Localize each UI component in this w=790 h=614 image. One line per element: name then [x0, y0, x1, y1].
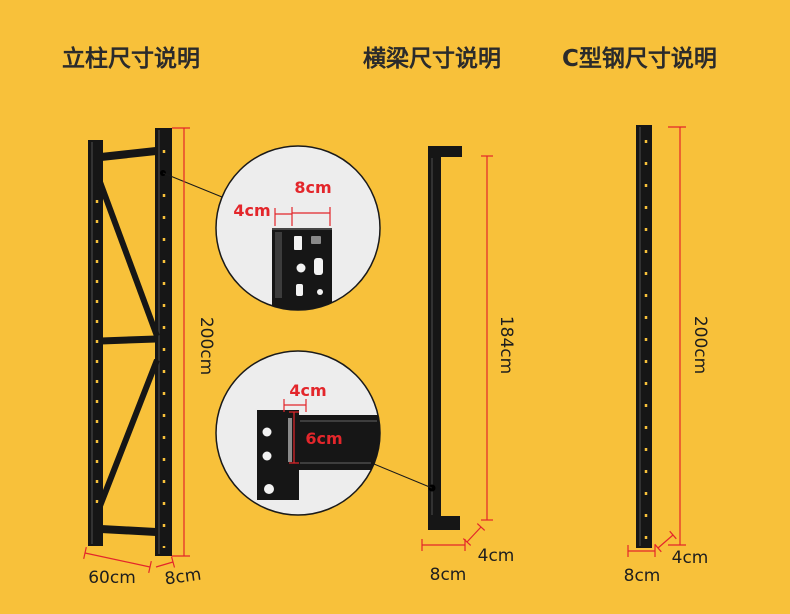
- c-channel-depth-label: 4cm: [672, 548, 709, 568]
- upright-post-width-dimension-line: [155, 561, 174, 568]
- crossbeam-callout-leader: [373, 463, 433, 489]
- callout-post-depth-label: 4cm: [233, 201, 270, 220]
- callout-beam-end: 4cm 6cm: [215, 350, 381, 516]
- upright-height-label: 200cm: [196, 317, 216, 375]
- upright-depth-tick-left: [83, 546, 87, 560]
- upright-middle-crossbar: [100, 335, 157, 345]
- upright-depth-label: 60cm: [88, 568, 136, 588]
- crossbeam-bar: [428, 146, 441, 530]
- callout-post-hole-2: [311, 236, 321, 244]
- callout-post-flange: [275, 232, 282, 298]
- c-channel-width-label: 8cm: [624, 566, 661, 586]
- callout-post-section: 8cm 4cm: [215, 145, 381, 311]
- crossbeam-length-label: 184cm: [496, 316, 516, 374]
- callout-post-hole-3: [296, 263, 306, 273]
- upright-depth-dimension-line: [84, 552, 151, 568]
- callout-post-hole-1: [294, 236, 302, 250]
- upright-lower-diagonal: [97, 358, 160, 508]
- title-channel: C型钢尺寸说明: [562, 45, 717, 72]
- upright-callout-leader: [162, 172, 223, 198]
- callout-beam-body: [299, 415, 381, 470]
- upright-left-post: [88, 140, 103, 546]
- callout-post-hole-5: [296, 284, 303, 296]
- crossbeam-width-label: 8cm: [430, 565, 467, 585]
- upright-bottom-crossbar: [100, 525, 157, 536]
- callout-beam-height-label: 6cm: [305, 429, 342, 448]
- crossbeam-depth-label: 4cm: [478, 546, 515, 566]
- callout-bracket-slot: [288, 418, 292, 462]
- c-channel-depth-tick-bottom: [654, 543, 662, 553]
- c-channel-depth-tick-top: [669, 530, 677, 540]
- callout-bracket-hole-3: [264, 484, 274, 494]
- upright-post-width-tick: [170, 556, 176, 568]
- c-channel-depth-dimension-line: [657, 534, 674, 549]
- c-channel-bar: [636, 125, 652, 548]
- callout-bracket-hole-1: [262, 427, 272, 437]
- callout-post-width-label: 8cm: [294, 178, 331, 197]
- upright-top-crossbar: [100, 147, 157, 161]
- title-upright: 立柱尺寸说明: [62, 45, 200, 72]
- callout-post-hole-6: [317, 289, 323, 295]
- crossbeam-top-hook: [428, 146, 462, 157]
- upright-frame: 200cm 60cm 8cm: [83, 127, 223, 589]
- c-channel: 200cm 8cm 4cm: [624, 125, 710, 586]
- upright-depth-tick-right: [148, 560, 152, 574]
- upright-right-post: [155, 128, 172, 556]
- callout-beam-width-label: 4cm: [289, 381, 326, 400]
- c-channel-height-label: 200cm: [690, 316, 710, 374]
- upright-upper-diagonal: [97, 180, 160, 338]
- crossbeam-depth-dimension-line: [466, 526, 482, 543]
- callout-post-hole-4: [314, 258, 323, 275]
- crossbeam: 184cm 8cm 4cm: [373, 146, 516, 585]
- callout-bracket-hole-2: [262, 451, 272, 461]
- crossbeam-depth-tick-bottom: [462, 538, 472, 546]
- crossbeam-bottom-hook: [428, 516, 460, 530]
- title-beam: 横梁尺寸说明: [363, 45, 501, 72]
- crossbeam-depth-tick-top: [476, 523, 486, 531]
